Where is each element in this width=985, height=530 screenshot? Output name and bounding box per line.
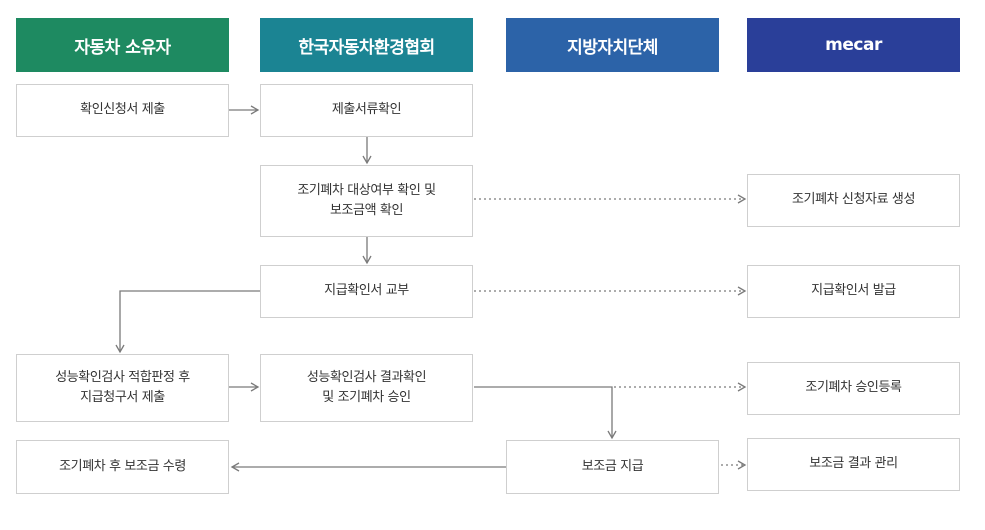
arrow-issue-to-owner-inspection: [115, 290, 260, 354]
step-text-line: 조기폐차 신청자료 생성: [791, 192, 916, 208]
header-local-government: 지방자치단체: [506, 18, 719, 72]
step-text: 조기폐차 승인등록: [805, 378, 902, 398]
step-text-line: 제출서류확인: [331, 102, 402, 118]
step-text-line: 보조금 지급: [581, 458, 644, 474]
step-check-documents: 제출서류확인: [260, 84, 473, 137]
step-mecar-application: 조기폐차 신청자료 생성: [747, 174, 960, 227]
step-text-line: 조기폐차 대상여부 확인 및: [297, 182, 436, 198]
step-mecar-manage: 보조금 결과 관리: [747, 438, 960, 491]
step-subsidy-payment: 보조금 지급: [506, 440, 719, 494]
step-text-line: 및 조기폐차 승인: [322, 390, 411, 405]
header-association: 한국자동차환경협회: [260, 18, 473, 72]
step-text-line: 확인신청서 제출: [80, 102, 165, 118]
header-owner: 자동차 소유자: [16, 18, 229, 72]
step-text-line: 조기폐차 승인등록: [805, 380, 902, 396]
step-text: 제출서류확인: [331, 100, 402, 120]
step-text-line: 지급확인서 발급: [811, 283, 896, 299]
step-text: 확인신청서 제출: [80, 100, 165, 120]
step-text: 지급확인서 발급: [811, 281, 896, 301]
header-mecar: mecar: [747, 18, 960, 72]
step-text: 조기폐차 신청자료 생성: [792, 190, 915, 210]
step-owner-submit: 확인신청서 제출: [16, 84, 229, 137]
step-issue-confirmation: 지급확인서 교부: [260, 265, 473, 318]
step-text-line: 지급청구서 제출: [80, 390, 165, 405]
step-text-line: 지급확인서 교부: [324, 283, 409, 299]
step-text-line: 보조금액 확인: [329, 203, 404, 218]
step-owner-receive: 조기폐차 후 보조금 수령: [16, 440, 229, 494]
step-text-line: 보조금 결과 관리: [809, 456, 898, 472]
step-mecar-register: 조기폐차 승인등록: [747, 362, 960, 415]
step-mecar-issue: 지급확인서 발급: [747, 265, 960, 318]
step-text: 지급확인서 교부: [324, 281, 409, 301]
step-text-line: 성능확인검사 적합판정 후: [55, 369, 190, 385]
arrow-result-to-payment: [474, 386, 617, 440]
step-text: 조기폐차 후 보조금 수령: [59, 457, 186, 477]
step-text-line: 조기폐차 후 보조금 수령: [59, 458, 186, 474]
step-text: 보조금 결과 관리: [809, 454, 898, 474]
step-text: 보조금 지급: [582, 457, 644, 477]
step-text-line: 성능확인검사 결과확인: [306, 369, 427, 385]
